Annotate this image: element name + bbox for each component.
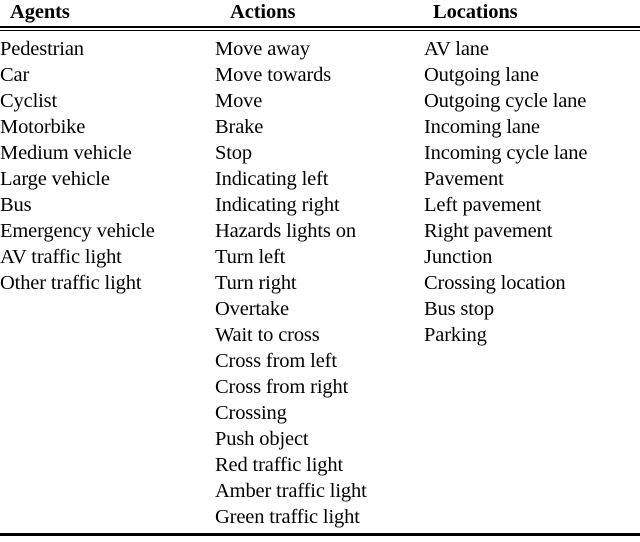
list-item: Large vehicle — [0, 168, 110, 190]
list-item: Bus — [0, 194, 32, 216]
list-item: Other traffic light — [0, 272, 142, 294]
list-item: Cross from left — [215, 350, 337, 372]
list-item: Left pavement — [424, 194, 542, 216]
header-rule-thick — [0, 26, 640, 28]
list-item: Pedestrian — [0, 38, 84, 60]
list-item: Overtake — [215, 298, 289, 320]
list-item: Crossing location — [424, 272, 566, 294]
list-item: Push object — [215, 428, 309, 450]
list-item: Move away — [215, 38, 310, 60]
list-item: Indicating left — [215, 168, 329, 190]
list-item: Turn left — [215, 246, 286, 268]
list-item: Green traffic light — [215, 506, 360, 528]
column-agents: Pedestrian Car Cyclist Motorbike Medium … — [0, 36, 215, 296]
column-actions: Move away Move towards Move Brake Stop I… — [215, 36, 424, 530]
column-locations: AV lane Outgoing lane Outgoing cycle lan… — [424, 36, 640, 348]
column-header-locations: Locations — [433, 1, 518, 23]
list-item: Indicating right — [215, 194, 340, 216]
list-item: Outgoing cycle lane — [424, 90, 587, 112]
list-item: Motorbike — [0, 116, 86, 138]
bottom-rule — [0, 533, 640, 536]
column-header-actions: Actions — [230, 1, 296, 23]
list-item: Wait to cross — [215, 324, 320, 346]
list-item: Car — [0, 64, 30, 86]
list-item: Cyclist — [0, 90, 58, 112]
list-item: Red traffic light — [215, 454, 344, 476]
list-item: AV lane — [424, 38, 489, 60]
list-item: Parking — [424, 324, 487, 346]
list-item: Cross from right — [215, 376, 349, 398]
header-rule-thin — [0, 30, 640, 31]
list-item: Move towards — [215, 64, 332, 86]
list-item: Turn right — [215, 272, 297, 294]
list-item: Right pavement — [424, 220, 553, 242]
header-rule — [0, 26, 640, 32]
list-item: Crossing — [215, 402, 287, 424]
list-item: Bus stop — [424, 298, 494, 320]
list-item: Emergency vehicle — [0, 220, 155, 242]
list-item: Stop — [215, 142, 252, 164]
list-item: Brake — [215, 116, 264, 138]
list-item: Junction — [424, 246, 493, 268]
column-header-agents: Agents — [10, 1, 70, 23]
list-item: Outgoing lane — [424, 64, 539, 86]
table-header-row: Agents Actions Locations — [0, 0, 640, 26]
list-item: Hazards lights on — [215, 220, 356, 242]
list-item: Medium vehicle — [0, 142, 132, 164]
list-item: Incoming cycle lane — [424, 142, 588, 164]
table-body: Pedestrian Car Cyclist Motorbike Medium … — [0, 36, 640, 530]
list-item: AV traffic light — [0, 246, 122, 268]
list-item: Amber traffic light — [215, 480, 367, 502]
list-item: Incoming lane — [424, 116, 540, 138]
list-item: Pavement — [424, 168, 504, 190]
list-item: Move — [215, 90, 263, 112]
